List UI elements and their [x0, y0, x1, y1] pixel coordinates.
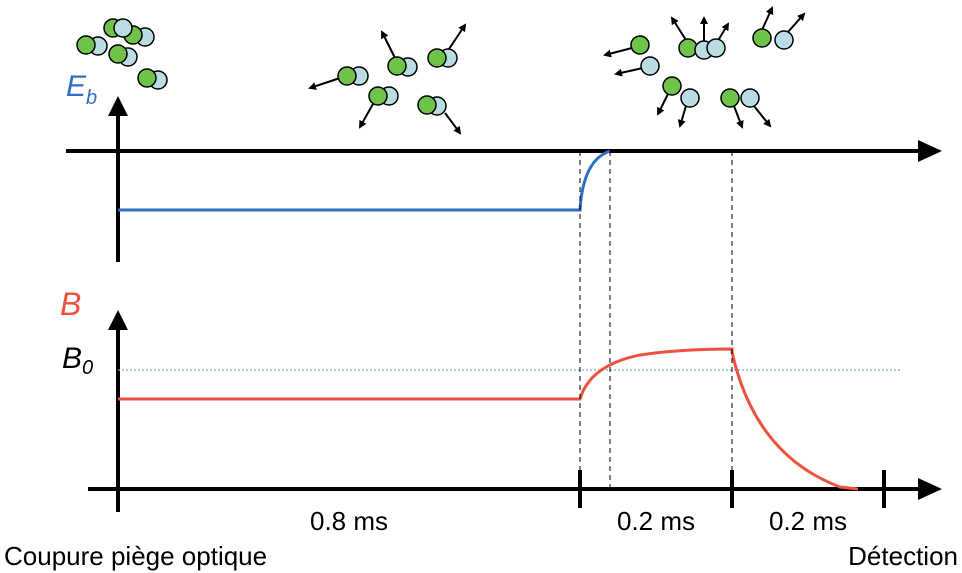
- molecule-icon: [387, 56, 418, 77]
- atom-icon: [774, 30, 794, 50]
- molecule-icon: [76, 35, 108, 56]
- atom-icon: [630, 35, 650, 55]
- field-y-axis-arrowhead: [108, 310, 128, 330]
- energy-x-axis-arrowhead: [918, 140, 942, 162]
- atom-icon: [706, 38, 726, 58]
- energy-axis-label: Eb: [66, 70, 97, 109]
- molecule-icon: [417, 95, 447, 116]
- molecule-icon: [108, 44, 138, 67]
- molecule-icon: [123, 25, 155, 47]
- energy-curve: [118, 149, 611, 212]
- duration-label-3: 0.2 ms: [769, 506, 847, 536]
- atom-icon: [662, 76, 682, 96]
- molecule-cluster-moving: [308, 23, 467, 135]
- duration-label-1: 0.8 ms: [310, 506, 388, 536]
- field-axis-label: B: [60, 286, 81, 322]
- molecule-icon: [337, 66, 369, 86]
- end-event-label: Détection: [848, 541, 958, 571]
- atom-icon: [740, 88, 760, 108]
- b0-label: B0: [62, 342, 93, 379]
- molecule-icon: [368, 86, 399, 106]
- molecule-icon: [103, 18, 133, 38]
- atom-icon: [680, 88, 700, 108]
- atom-icon: [640, 56, 660, 76]
- molecule-icon: [427, 48, 458, 68]
- atom-cluster-dissociated: [603, 6, 806, 129]
- energy-y-axis-arrowhead: [108, 96, 128, 116]
- start-event-label: Coupure piège optique: [4, 541, 267, 571]
- molecule-cluster-bound: [76, 18, 168, 90]
- atom-icon: [720, 88, 740, 108]
- field-curve: [118, 347, 859, 491]
- atom-icon: [752, 28, 772, 48]
- duration-label-2: 0.2 ms: [617, 506, 695, 536]
- time-axis-arrowhead: [918, 478, 942, 500]
- atom-icon: [678, 38, 698, 58]
- molecule-icon: [137, 68, 168, 90]
